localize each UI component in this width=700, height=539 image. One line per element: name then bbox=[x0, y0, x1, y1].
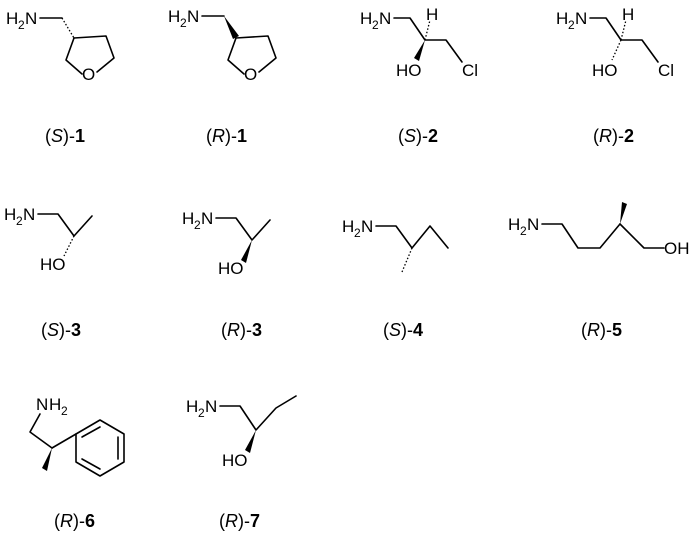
label-r-5: (R)-5 bbox=[581, 320, 622, 340]
amine-h: H bbox=[4, 205, 16, 224]
amine-h: H bbox=[360, 9, 372, 28]
stereo-h: H bbox=[622, 5, 634, 24]
amine-h: H bbox=[556, 9, 568, 28]
amine-n: N bbox=[201, 209, 213, 228]
hydroxyl: OH bbox=[664, 239, 690, 258]
wedge-bond bbox=[224, 16, 239, 39]
hydroxyl: HO bbox=[396, 61, 422, 80]
bond bbox=[37, 213, 93, 237]
amine-n: N bbox=[575, 9, 587, 28]
phenyl-ring bbox=[75, 419, 125, 477]
chlorine: Cl bbox=[658, 61, 674, 80]
bond bbox=[29, 413, 53, 449]
amine-sub: 2 bbox=[198, 406, 205, 420]
structure-s-4: H 2 N bbox=[342, 217, 449, 273]
amine-n: N bbox=[23, 205, 35, 224]
hydroxyl: HO bbox=[222, 451, 248, 470]
amine-sub: 2 bbox=[520, 224, 527, 238]
structure-r-1: H 2 N O bbox=[168, 7, 277, 84]
hashed-bond bbox=[401, 247, 413, 273]
label-s-1: (S)-1 bbox=[45, 126, 85, 146]
hydroxyl: HO bbox=[218, 259, 244, 278]
bond bbox=[227, 37, 245, 75]
wedge-bond bbox=[42, 448, 52, 471]
amine-n: N bbox=[25, 9, 37, 28]
hydroxyl: HO bbox=[40, 255, 66, 274]
amine-sub: 2 bbox=[568, 18, 575, 32]
amine-n: N bbox=[527, 215, 539, 234]
label-r-2: (R)-2 bbox=[593, 126, 634, 146]
amine-h: H bbox=[186, 397, 198, 416]
wedge-bond bbox=[414, 40, 425, 61]
structure-r-7: H 2 N HO bbox=[186, 395, 297, 470]
ring-oxygen: O bbox=[82, 65, 95, 84]
amine-sub: 2 bbox=[16, 214, 23, 228]
ring-bond bbox=[73, 35, 115, 73]
amine-h: H bbox=[168, 7, 180, 26]
bond bbox=[215, 217, 271, 241]
amine-h: H bbox=[342, 217, 354, 236]
hydroxyl: HO bbox=[592, 61, 618, 80]
structure-s-3: H 2 N HO bbox=[4, 205, 93, 274]
structure-r-6: N H 2 bbox=[29, 395, 125, 477]
structure-r-2: H 2 N H HO Cl bbox=[556, 5, 674, 80]
bond bbox=[393, 17, 463, 63]
amine-n: N bbox=[379, 9, 391, 28]
ring-bond bbox=[235, 35, 277, 73]
structure-r-3: H 2 N HO bbox=[182, 209, 271, 278]
label-s-2: (S)-2 bbox=[398, 126, 438, 146]
label-r-7: (R)-7 bbox=[219, 511, 260, 531]
hashed-bond bbox=[63, 235, 75, 257]
bond bbox=[65, 37, 83, 75]
amine-n: N bbox=[36, 395, 48, 414]
amine-sub: 2 bbox=[372, 18, 379, 32]
bond bbox=[619, 223, 665, 249]
hashed-bond bbox=[61, 17, 75, 39]
label-r-1: (R)-1 bbox=[206, 126, 247, 146]
hashed-bond bbox=[611, 39, 622, 61]
compound-labels: (S)-1 (R)-1 (S)-2 (R)-2 (S)-3 (R)-3 (S)-… bbox=[41, 126, 634, 531]
structure-s-1: H 2 N O bbox=[6, 9, 115, 84]
bond bbox=[51, 433, 77, 449]
label-r-6: (R)-6 bbox=[54, 511, 95, 531]
bond bbox=[219, 395, 297, 431]
bond bbox=[589, 17, 659, 63]
stereo-h: H bbox=[426, 5, 438, 24]
amine-sub: 2 bbox=[354, 226, 361, 240]
wedge-bond bbox=[241, 240, 252, 263]
amine-sub: 2 bbox=[194, 218, 201, 232]
amine-h: H bbox=[6, 9, 18, 28]
structure-r-5: H 2 N OH bbox=[508, 202, 690, 258]
amine-h: H bbox=[49, 395, 61, 414]
structure-s-2: H 2 N H HO Cl bbox=[360, 5, 478, 80]
amine-n: N bbox=[205, 397, 217, 416]
bond bbox=[541, 223, 621, 249]
ring-oxygen: O bbox=[244, 65, 257, 84]
label-r-3: (R)-3 bbox=[221, 320, 262, 340]
amine-n: N bbox=[361, 217, 373, 236]
wedge-bond bbox=[245, 430, 256, 453]
amine-sub: 2 bbox=[180, 16, 187, 30]
wedge-bond bbox=[620, 202, 627, 224]
chlorine: Cl bbox=[462, 61, 478, 80]
amine-sub: 2 bbox=[18, 18, 25, 32]
amine-sub: 2 bbox=[61, 404, 68, 418]
amine-h: H bbox=[182, 209, 194, 228]
label-s-4: (S)-4 bbox=[383, 320, 423, 340]
phenyl-inner-bonds bbox=[81, 426, 119, 470]
label-s-3: (S)-3 bbox=[41, 320, 81, 340]
amine-n: N bbox=[187, 7, 199, 26]
bond bbox=[375, 225, 449, 249]
amine-h: H bbox=[508, 215, 520, 234]
